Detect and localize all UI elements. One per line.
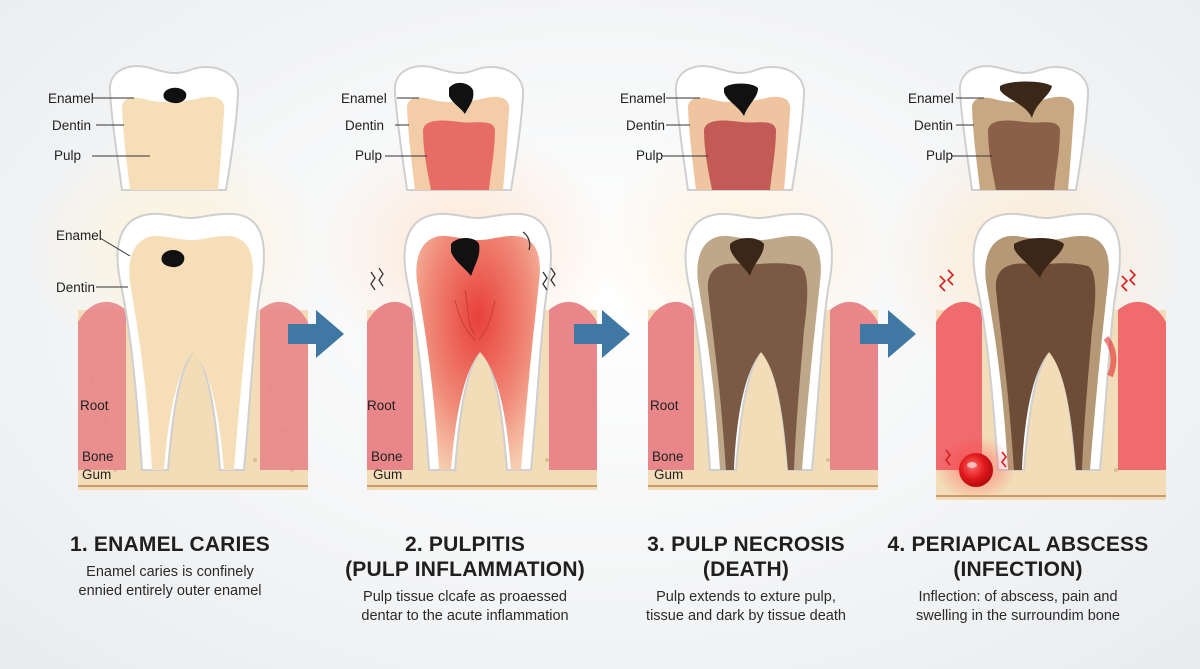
stage-title-line-2: (PULP INFLAMMATION) — [345, 558, 585, 581]
main-label-root: Root — [650, 398, 679, 413]
top-tooth-crown — [108, 65, 240, 191]
top-label-enamel: Enamel — [620, 91, 666, 106]
main-label-enamel: Enamel — [56, 228, 102, 243]
main-tooth-section — [648, 212, 878, 490]
stage-title-line-1: 2. PULPITIS — [404, 533, 526, 556]
stage-title-line-2: (INFECTION) — [953, 558, 1083, 581]
stage-description-line-2: ennied entirely outer enamel — [78, 583, 262, 599]
main-label-bone: Bone — [82, 449, 114, 464]
main-label-root: Root — [367, 398, 396, 413]
top-tooth-crown — [674, 65, 806, 191]
top-label-dentin: Dentin — [52, 118, 92, 133]
top-label-pulp: Pulp — [636, 148, 664, 163]
main-tooth-section — [78, 212, 308, 490]
main-label-root: Root — [80, 398, 109, 413]
abscess-icon — [959, 453, 993, 487]
top-tooth-crown — [958, 65, 1090, 191]
stage-2-illustration — [315, 65, 615, 490]
stage-description-line-2: swelling in the surroundim bone — [916, 608, 1120, 624]
stage-description-line-1: Pulp extends to exture pulp, — [656, 589, 836, 605]
stage-1-illustration — [28, 65, 328, 490]
top-tooth-crown — [393, 65, 525, 191]
stage-2-pulpitis: Enamel Dentin Pulp Root Bone Gum 2. PULP… — [315, 0, 615, 669]
main-tooth-section — [936, 212, 1166, 500]
stage-3-pulp-necrosis: Enamel Dentin Pulp Root Bone Gum 3. PULP… — [596, 0, 896, 669]
top-label-dentin: Dentin — [626, 118, 666, 133]
stage-title: 1. ENAMEL CARIES — [69, 533, 270, 556]
main-label-gum: Gum — [373, 467, 403, 482]
stage-description-line-1: Inflection: of abscess, pain and — [918, 589, 1118, 605]
top-label-dentin: Dentin — [914, 118, 954, 133]
stage-1-enamel-caries: Enamel Dentin Pulp Enamel Dentin Root Bo… — [28, 0, 330, 669]
stage-title-line-1: 4. PERIAPICAL ABSCESS — [887, 533, 1149, 556]
stage-title-line-2: (DEATH) — [702, 558, 790, 581]
top-label-enamel: Enamel — [908, 91, 954, 106]
main-label-bone: Bone — [371, 449, 403, 464]
main-label-dentin: Dentin — [56, 280, 96, 295]
stage-4-illustration — [880, 65, 1180, 500]
main-label-gum: Gum — [82, 467, 112, 482]
top-label-enamel: Enamel — [48, 91, 94, 106]
stage-description-line-2: tissue and dark by tissue death — [646, 608, 846, 624]
stage-4-periapical-abscess: Enamel Dentin Pulp 4. PERIAPICAL ABSCESS… — [880, 0, 1180, 669]
main-tooth-section — [367, 212, 597, 490]
top-label-pulp: Pulp — [926, 148, 954, 163]
top-label-pulp: Pulp — [54, 148, 82, 163]
stage-description-line-1: Enamel caries is confinely — [86, 564, 254, 580]
stage-title-line-1: 3. PULP NECROSIS — [647, 533, 845, 556]
stage-description-line-1: Pulp tissue сlсafe as proaessed — [363, 589, 567, 605]
stage-description-line-2: dentar to the acute inflammation — [361, 608, 569, 624]
main-label-gum: Gum — [654, 467, 684, 482]
stage-3-illustration — [596, 65, 896, 490]
top-label-dentin: Dentin — [345, 118, 385, 133]
top-label-pulp: Pulp — [355, 148, 383, 163]
arrow-right-icon — [574, 310, 630, 358]
top-label-enamel: Enamel — [341, 91, 387, 106]
main-label-bone: Bone — [652, 449, 684, 464]
arrow-right-icon — [288, 310, 344, 358]
